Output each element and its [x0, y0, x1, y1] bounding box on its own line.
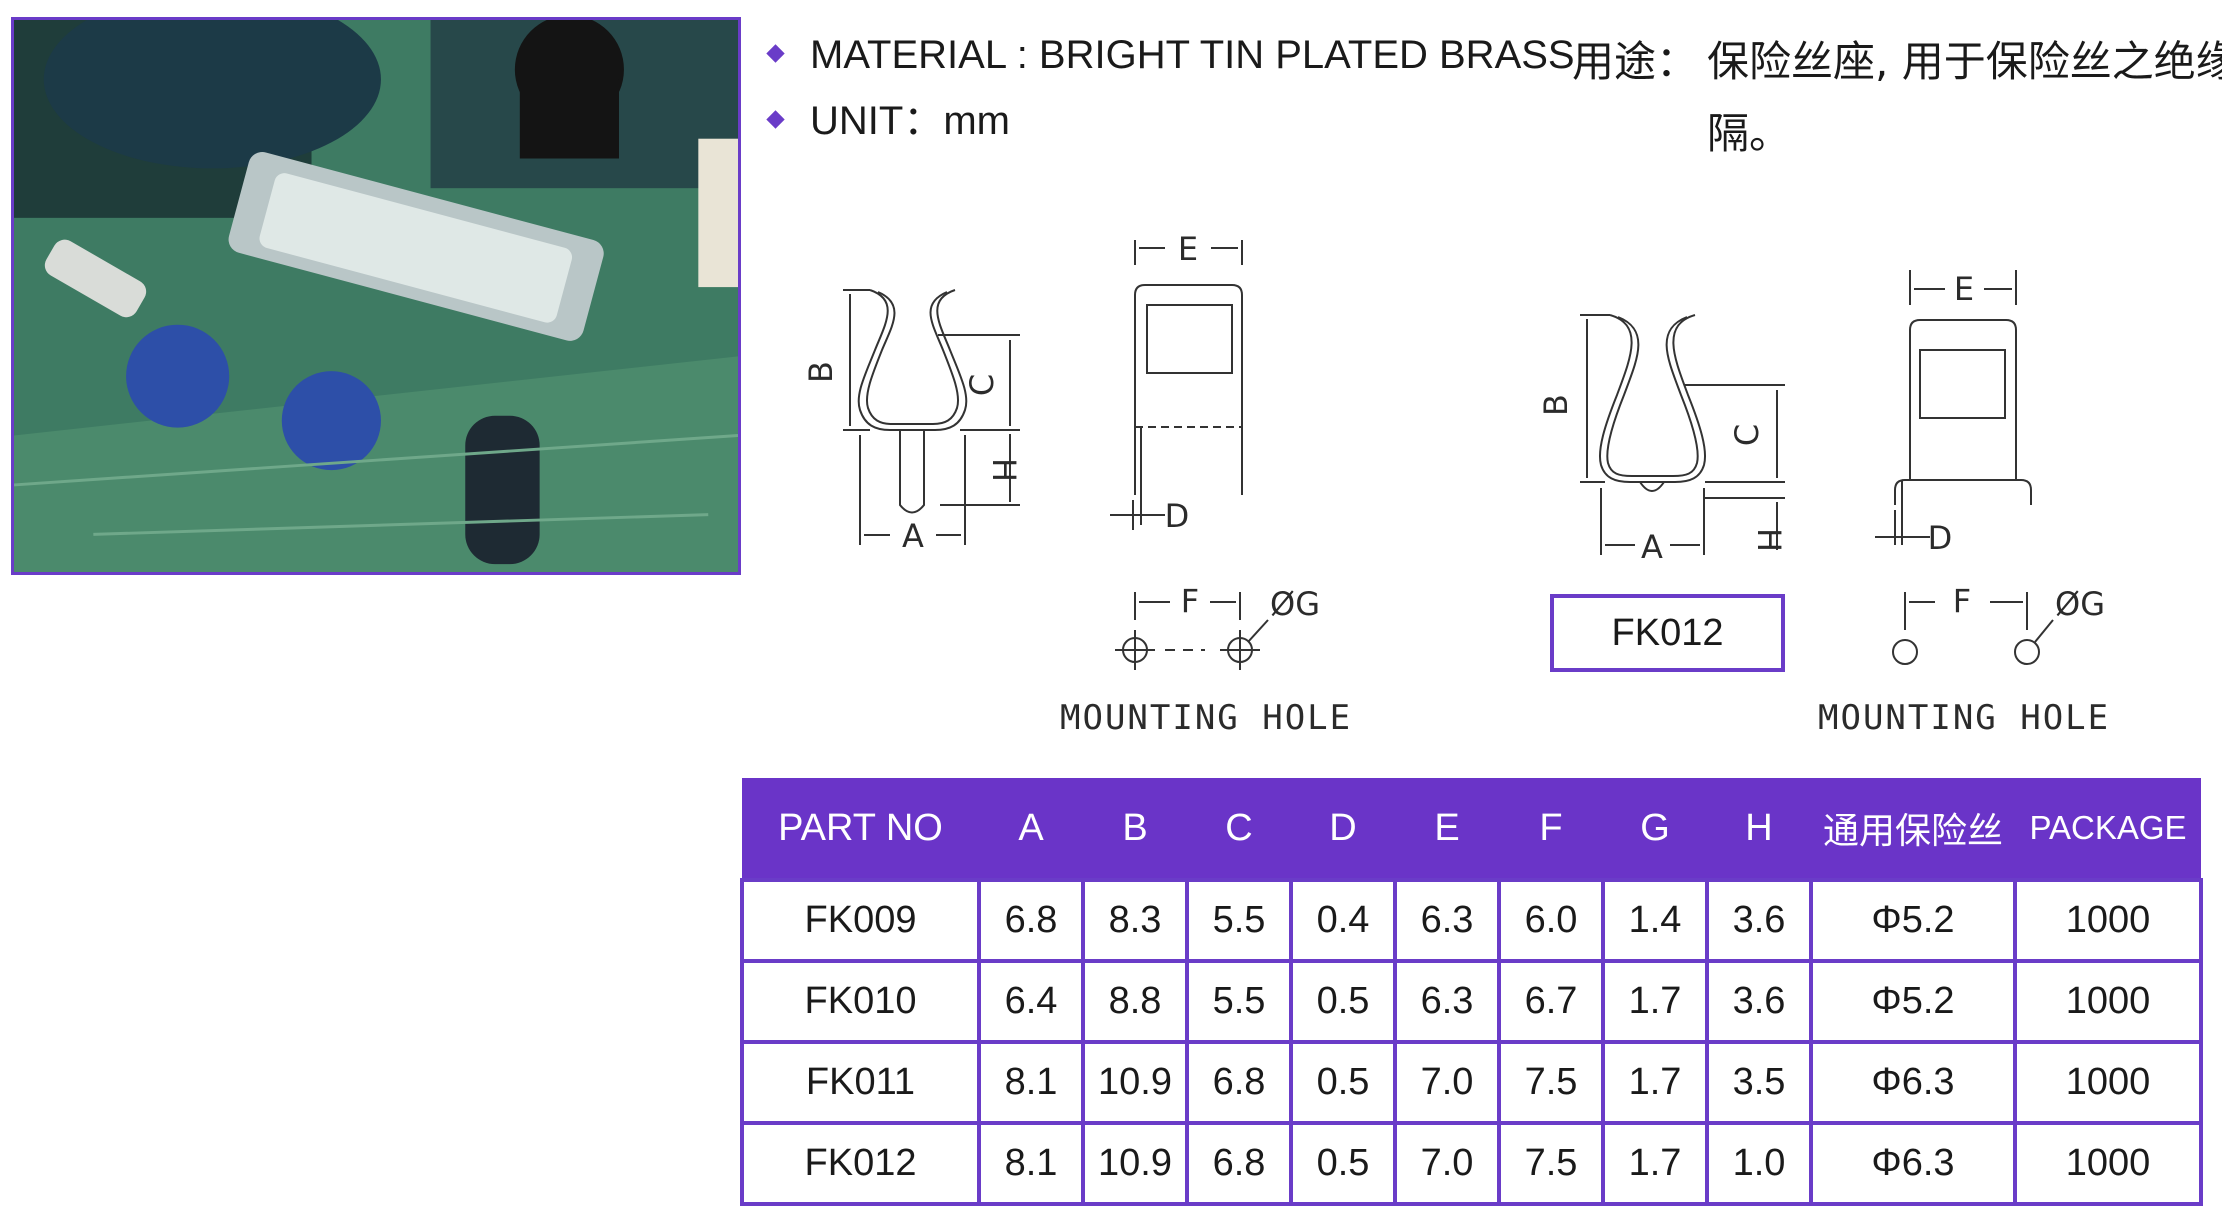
table-cell: FK010 [740, 959, 981, 1044]
table-cell: 3.6 [1705, 959, 1813, 1044]
table-cell: 10.9 [1081, 1040, 1189, 1125]
usage-label: 用途： [1572, 37, 1699, 86]
unit-line: UNIT：mm [765, 88, 1575, 154]
table-cell: 5.5 [1185, 878, 1293, 963]
table-cell: 1000 [2013, 1121, 2203, 1206]
table-cell: 8.3 [1081, 878, 1189, 963]
table-row: FK010 6.4 8.8 5.5 0.5 6.3 6.7 1.7 3.6 Φ5… [740, 959, 2203, 1044]
usage-text: 保险丝座, 用于保险丝之绝缘与间隔。 [1707, 37, 2222, 158]
spec-table: PART NO A B C D E F G H 通用保险丝 PACKAGE FK… [740, 778, 2203, 1206]
table-cell: 1000 [2013, 959, 2203, 1044]
dim-e-label: E [1178, 230, 1198, 268]
header-b: B [1083, 778, 1187, 880]
fk012-dim-f-label: F [1953, 582, 1971, 620]
table-cell: FK011 [740, 1040, 981, 1125]
table-cell: 0.5 [1289, 1040, 1397, 1125]
fk012-side-view-drawing: B C H A [1537, 300, 1795, 585]
table-cell: 6.4 [977, 959, 1085, 1044]
table-cell: 3.6 [1705, 878, 1813, 963]
header-h: H [1707, 778, 1811, 880]
table-cell: FK009 [740, 878, 981, 963]
table-cell: 7.5 [1497, 1121, 1605, 1206]
table-cell: 3.5 [1705, 1040, 1813, 1125]
mounting-hole-label-1: MOUNTING HOLE [1060, 698, 1353, 738]
fk012-dim-h-label: H [1750, 528, 1788, 552]
header-g: G [1603, 778, 1707, 880]
header-e: E [1395, 778, 1499, 880]
table-cell: Φ5.2 [1809, 959, 2017, 1044]
table-cell: FK012 [740, 1121, 981, 1206]
table-cell: 10.9 [1081, 1121, 1189, 1206]
dim-h-label: H [985, 458, 1023, 482]
table-cell: 7.0 [1393, 1040, 1501, 1125]
part-label-box: FK012 [1550, 594, 1785, 672]
dim-c-label: C [963, 374, 1001, 396]
table-row: FK012 8.1 10.9 6.8 0.5 7.0 7.5 1.7 1.0 Φ… [740, 1121, 2203, 1206]
clip-side-view-drawing: B C H A [802, 280, 1030, 575]
header-d: D [1291, 778, 1395, 880]
header-f: F [1499, 778, 1603, 880]
table-cell: 0.4 [1289, 878, 1397, 963]
mounting-hole-label-2: MOUNTING HOLE [1818, 698, 2111, 738]
header-part-no: PART NO [742, 778, 979, 880]
table-cell: 6.8 [977, 878, 1085, 963]
table-cell: Φ6.3 [1809, 1040, 2017, 1125]
table-cell: 1000 [2013, 1040, 2203, 1125]
table-cell: 1.4 [1601, 878, 1709, 963]
fk012-front-view-drawing: E D [1870, 265, 2040, 570]
table-cell: 5.5 [1185, 959, 1293, 1044]
dim-b-label: B [802, 361, 840, 383]
table-cell: 7.5 [1497, 1040, 1605, 1125]
table-row: FK011 8.1 10.9 6.8 0.5 7.0 7.5 1.7 3.5 Φ… [740, 1040, 2203, 1125]
fk012-dim-d-label: D [1928, 519, 1953, 557]
product-photo [11, 17, 741, 575]
material-line: MATERIAL : BRIGHT TIN PLATED BRASS [765, 22, 1575, 88]
fk012-dim-e-label: E [1954, 270, 1974, 308]
table-cell: 6.8 [1185, 1040, 1293, 1125]
dim-f-label: F [1181, 582, 1199, 620]
table-cell: 8.1 [977, 1121, 1085, 1206]
table-cell: Φ5.2 [1809, 878, 2017, 963]
table-cell: 1.7 [1601, 1040, 1709, 1125]
table-cell: 8.8 [1081, 959, 1189, 1044]
header-fuse: 通用保险丝 [1811, 778, 2015, 880]
table-cell: 6.3 [1393, 878, 1501, 963]
table-cell: 0.5 [1289, 1121, 1397, 1206]
header-a: A [979, 778, 1083, 880]
dim-a-label: A [902, 517, 924, 555]
clip-front-view-drawing: E D [1105, 230, 1275, 555]
table-cell: 1.7 [1601, 1121, 1709, 1206]
dim-g-label: ØG [1270, 585, 1320, 623]
bullet-diamond-icon [766, 44, 785, 64]
fk012-dim-b-label: B [1537, 394, 1575, 416]
header-package: PACKAGE [2015, 778, 2201, 880]
table-cell: 6.7 [1497, 959, 1605, 1044]
table-cell: 8.1 [977, 1040, 1085, 1125]
table-cell: 7.0 [1393, 1121, 1501, 1206]
table-header-row: PART NO A B C D E F G H 通用保险丝 PACKAGE [742, 778, 2201, 880]
table-row: FK009 6.8 8.3 5.5 0.4 6.3 6.0 1.4 3.6 Φ5… [740, 878, 2203, 963]
spec-list: MATERIAL : BRIGHT TIN PLATED BRASS UNIT：… [765, 22, 1575, 154]
mounting-hole-drawing-2: F ØG [1890, 580, 2130, 685]
bullet-diamond-icon [766, 110, 785, 130]
table-cell: Φ6.3 [1809, 1121, 2017, 1206]
header-c: C [1187, 778, 1291, 880]
fk012-dim-g-label: ØG [2055, 585, 2105, 623]
table-cell: 1.7 [1601, 959, 1709, 1044]
mounting-hole-drawing-1: F ØG [1110, 580, 1350, 685]
table-cell: 6.0 [1497, 878, 1605, 963]
dim-d-label: D [1165, 497, 1190, 535]
table-cell: 6.3 [1393, 959, 1501, 1044]
table-cell: 1000 [2013, 878, 2203, 963]
table-cell: 0.5 [1289, 959, 1397, 1044]
fk012-dim-c-label: C [1728, 424, 1766, 446]
fk012-dim-a-label: A [1641, 528, 1663, 566]
table-cell: 1.0 [1705, 1121, 1813, 1206]
table-cell: 6.8 [1185, 1121, 1293, 1206]
